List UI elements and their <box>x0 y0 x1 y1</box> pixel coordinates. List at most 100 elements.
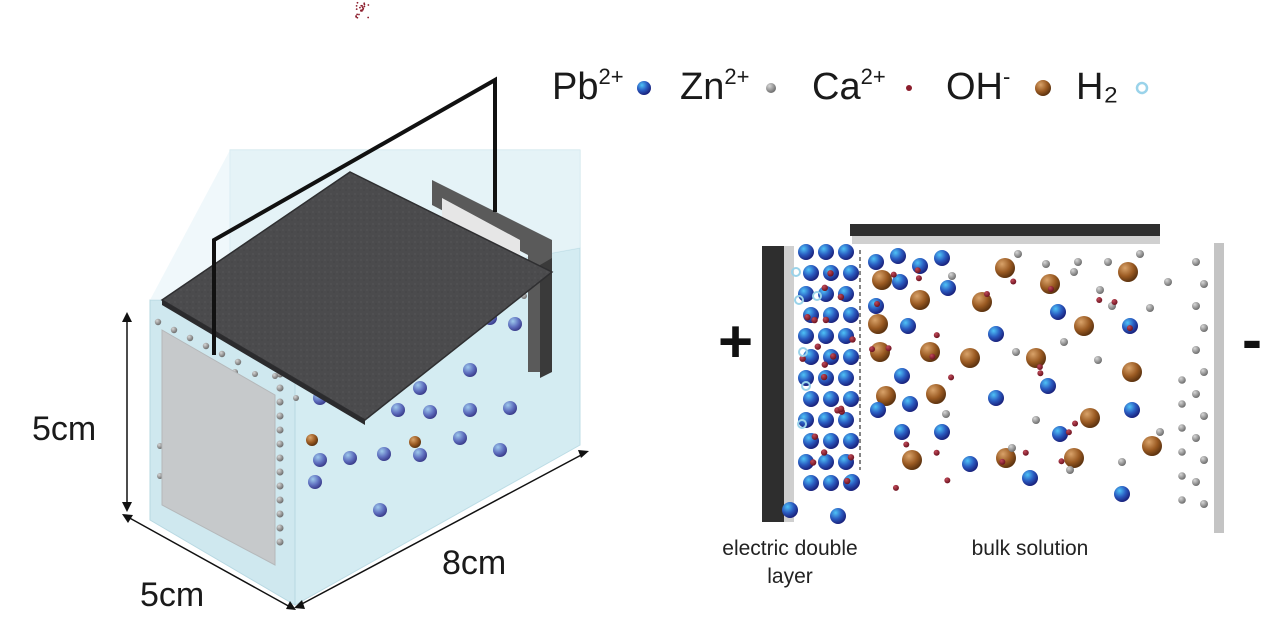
length-label: 8cm <box>442 544 506 582</box>
oh-ion <box>876 386 896 406</box>
zn-ion <box>276 398 284 406</box>
oh-ion <box>306 434 318 446</box>
legend-label-ca: Ca2+ <box>812 64 886 108</box>
zn-ion <box>1032 416 1040 424</box>
legend-zn-marker <box>766 83 776 93</box>
ca-ion <box>915 275 922 282</box>
zn-ion <box>276 482 284 490</box>
oh-ion <box>972 292 992 312</box>
zn-ion <box>1118 458 1126 466</box>
ca-ion <box>811 316 818 324</box>
pb-ion <box>1052 426 1068 442</box>
depth-label: 5cm <box>140 576 204 614</box>
zn-ion <box>1104 258 1112 266</box>
ca-ion-dot <box>361 6 364 9</box>
zn-ion <box>1200 500 1208 508</box>
ca-ion <box>847 454 855 461</box>
ca-ion <box>1037 370 1044 377</box>
oh-ion <box>870 342 890 362</box>
ca-ion <box>809 459 817 466</box>
ca-ion <box>869 346 876 353</box>
pb-ion <box>453 431 467 445</box>
h2-bubble <box>801 381 811 391</box>
legend: Pb2+ Zn2+ Ca2+ OH- H₂ <box>552 64 1149 108</box>
cathode-plate-front <box>540 258 552 378</box>
oh-ion <box>409 436 421 448</box>
legend-oh-marker <box>1035 80 1051 96</box>
ca-ion <box>999 458 1006 465</box>
pb-ion <box>823 433 839 449</box>
oh-ion <box>960 348 980 368</box>
pb-ion <box>892 274 908 290</box>
ca-ion-dot <box>356 16 359 19</box>
ca-ion <box>1126 325 1133 332</box>
ca-ion-dot <box>361 8 364 11</box>
ca-ion <box>849 336 856 343</box>
ca-ion <box>1010 278 1017 285</box>
top-electrode-bar <box>850 224 1160 236</box>
zn-ion <box>1192 258 1200 266</box>
pb-ion <box>818 328 834 344</box>
pb-ion <box>798 328 814 344</box>
pb-ion <box>803 349 819 365</box>
zn-ion <box>1066 466 1074 474</box>
ca-ion <box>983 290 990 297</box>
ca-ion <box>820 373 828 381</box>
ca-ion <box>821 284 828 292</box>
ca-ion <box>844 477 851 485</box>
zn-ion <box>1164 278 1172 286</box>
zn-ion <box>276 538 284 546</box>
oh-ion <box>1118 262 1138 282</box>
pb-ion <box>894 424 910 440</box>
pb-ion <box>1124 402 1140 418</box>
pb-ion <box>798 244 814 260</box>
zn-ion <box>276 496 284 504</box>
anode-sign: + <box>718 308 753 375</box>
zn-ion <box>1094 356 1102 364</box>
zn-ion <box>1192 478 1200 486</box>
anode-plate <box>161 329 276 566</box>
zn-ion <box>276 468 284 476</box>
ca-ion <box>885 345 892 352</box>
oh-ion <box>872 270 892 290</box>
zn-ion <box>1200 324 1208 332</box>
ca-ion <box>837 293 845 301</box>
zn-ion <box>272 373 278 379</box>
h2-bubble <box>812 291 822 301</box>
ca-ion <box>822 316 830 324</box>
double-layer-label-line2: layer <box>767 565 813 588</box>
oh-ion <box>868 314 888 334</box>
pb-ion <box>798 454 814 470</box>
ca-ion <box>829 353 837 360</box>
cell-3d: 5cm 5cm 8cm <box>32 76 589 614</box>
ca-ion-dot <box>356 13 359 16</box>
pb-ion <box>962 456 978 472</box>
ca-ion <box>799 355 806 362</box>
pb-ion <box>823 391 839 407</box>
pb-ion <box>818 412 834 428</box>
oh-ion <box>1040 274 1060 294</box>
zn-ion <box>218 350 226 358</box>
pb-ion <box>391 403 405 417</box>
zn-ion <box>1200 368 1208 376</box>
pb-ion <box>493 443 507 457</box>
zn-ion <box>1060 338 1068 346</box>
pb-ion <box>870 402 886 418</box>
oh-ion <box>1064 448 1084 468</box>
ca-ion-dot <box>363 3 366 6</box>
pb-ion <box>838 244 854 260</box>
pb-ion <box>782 502 798 518</box>
pb-ion <box>902 396 918 412</box>
pb-ion <box>377 447 391 461</box>
circuit-wire <box>212 76 497 355</box>
ca-ion-dot <box>367 4 370 6</box>
pb-ion <box>823 475 839 491</box>
pb-ion <box>508 317 522 331</box>
ca-ion <box>933 332 940 339</box>
pb-ion <box>818 286 834 302</box>
ca-ion-dot <box>355 5 358 7</box>
zn-ion <box>276 454 284 462</box>
pb-ion <box>843 307 859 323</box>
cathode-electrode <box>1214 243 1224 533</box>
pb-ion <box>1050 304 1066 320</box>
